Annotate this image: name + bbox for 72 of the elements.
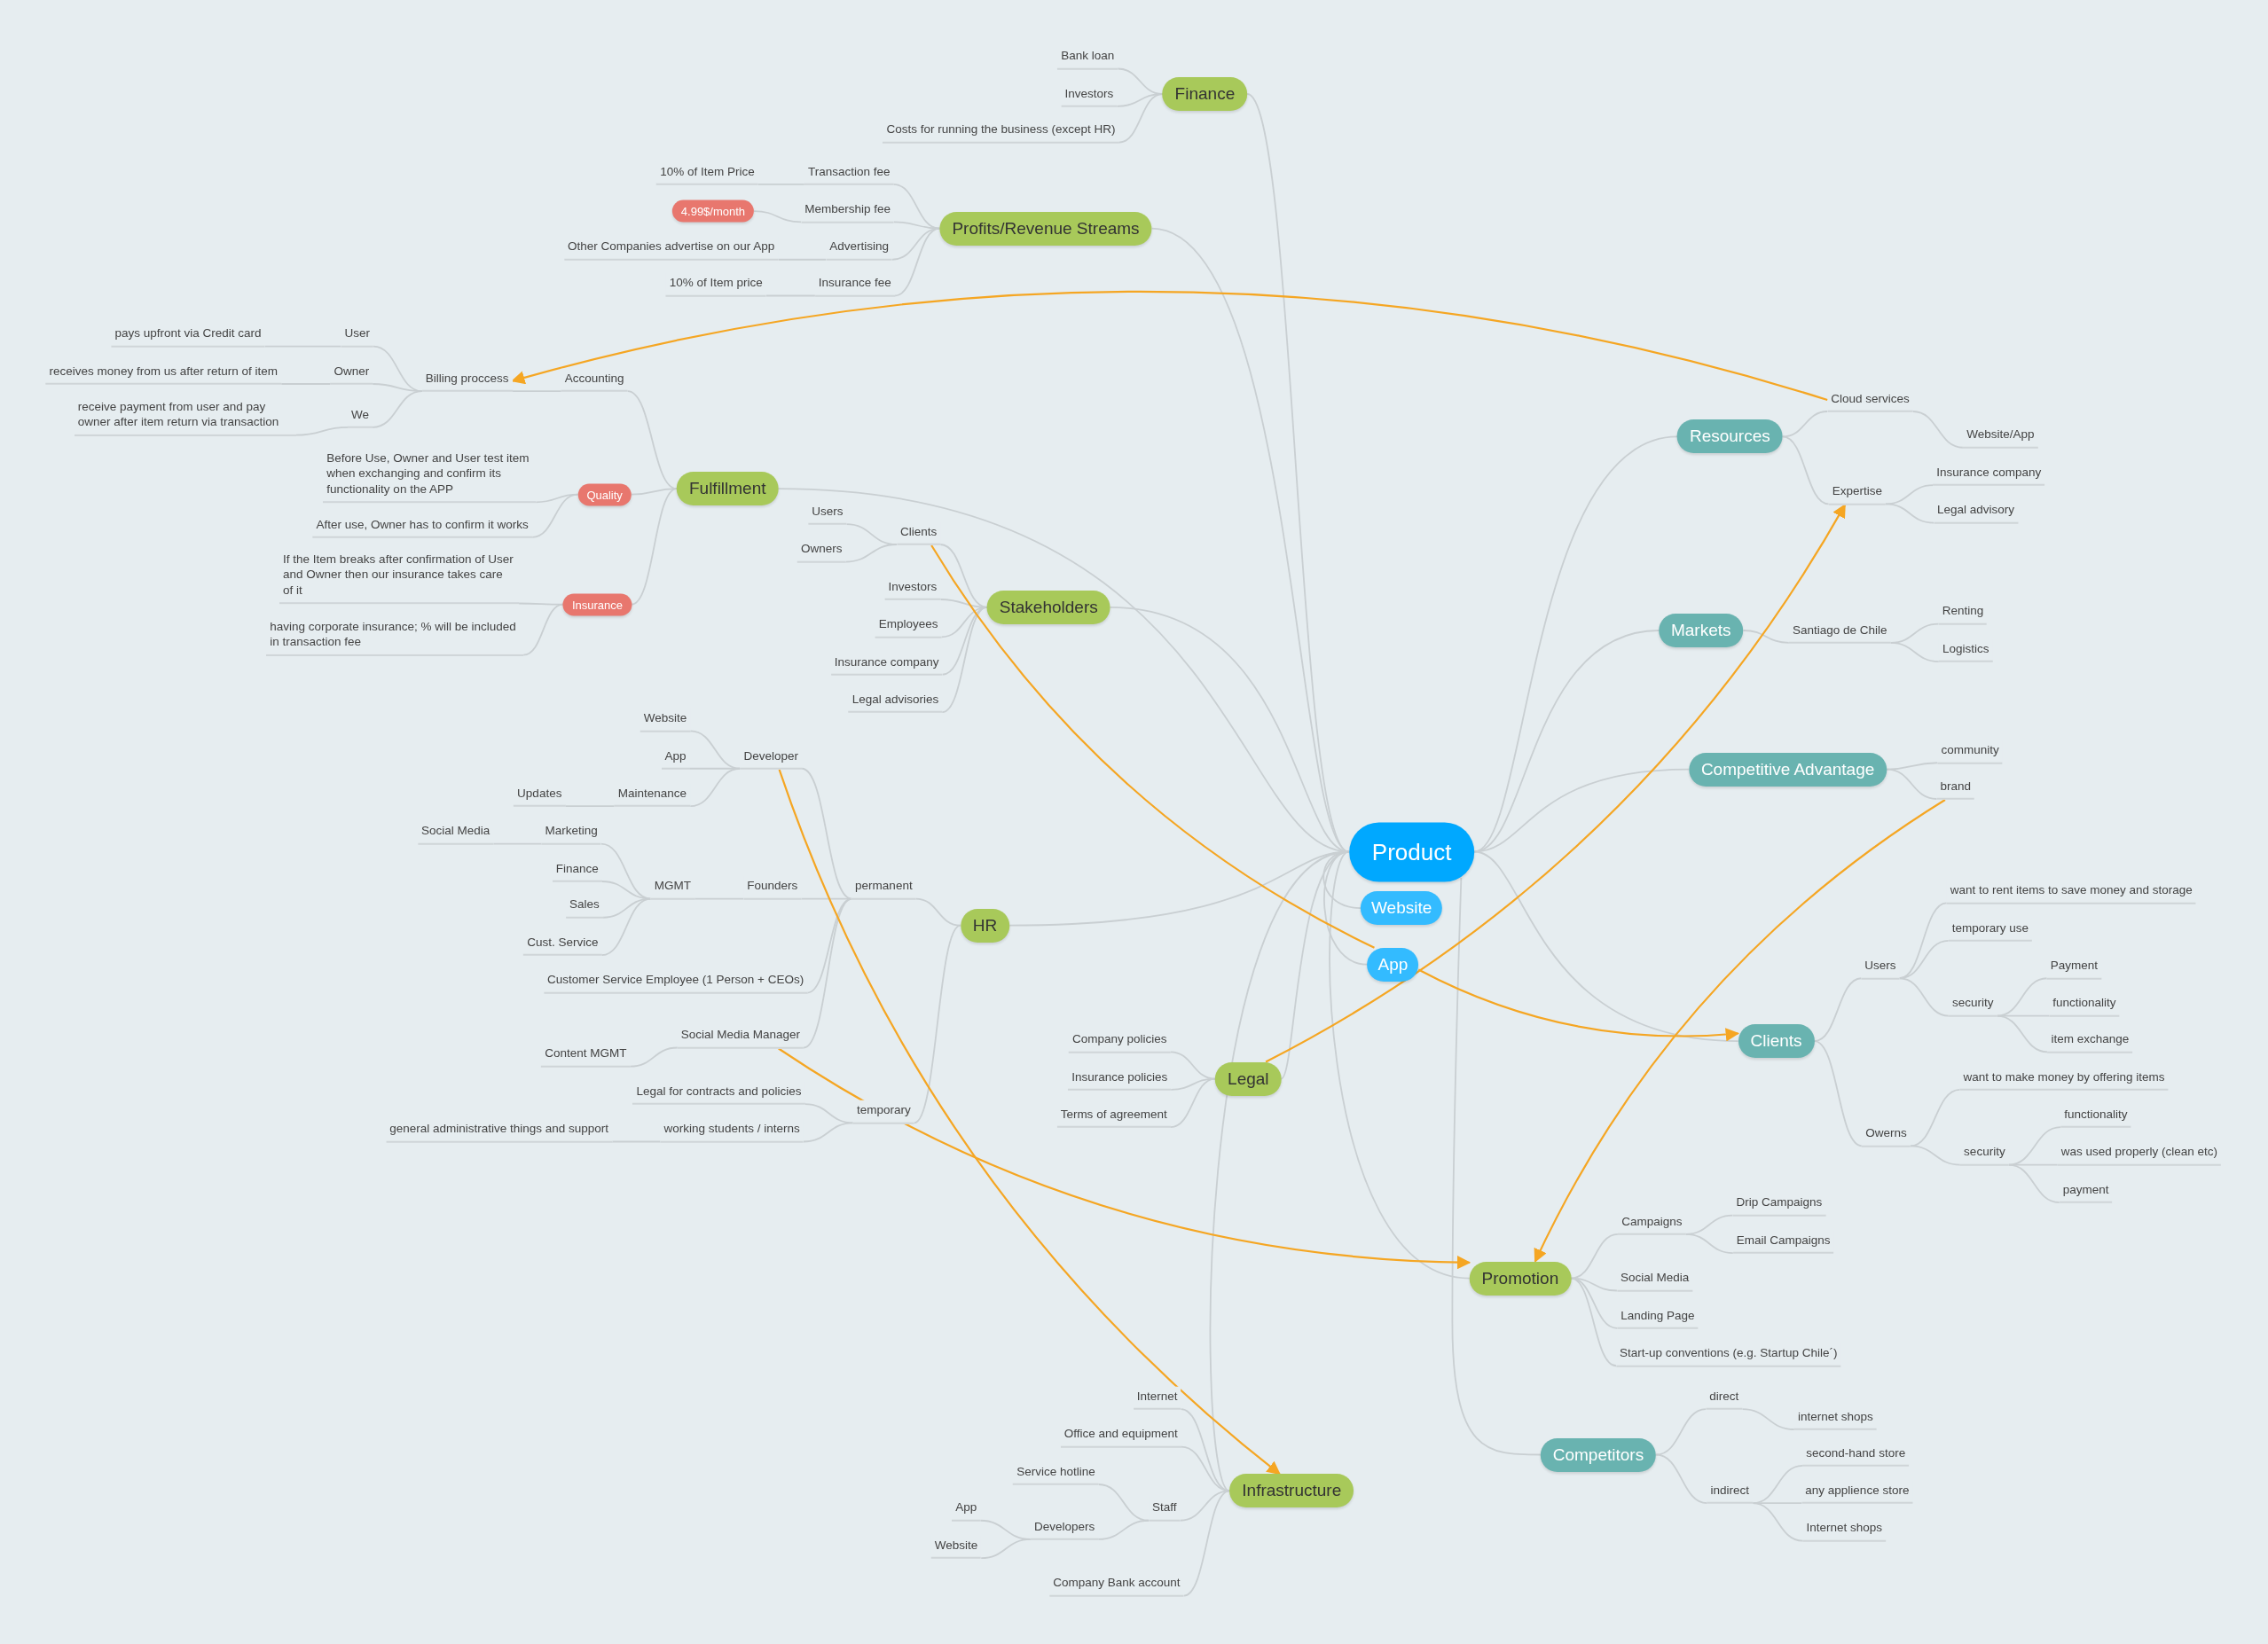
arrow — [1417, 968, 1740, 1042]
connector-line — [530, 493, 579, 538]
topic-pill: Profits/Revenue Streams — [939, 211, 1152, 246]
connector-line — [1097, 1519, 1150, 1540]
connector-line — [1911, 411, 1965, 449]
connector-line — [1323, 850, 1369, 966]
arrow — [511, 291, 1828, 402]
connector-line — [1684, 1233, 1734, 1254]
connector-line — [1885, 484, 1934, 505]
topic-pill: Stakeholders — [986, 590, 1110, 624]
connector-line — [802, 1122, 854, 1143]
topic-pill: Competitive Advantage — [1688, 752, 1887, 787]
connector-line — [2007, 1163, 2060, 1203]
connector-line — [930, 544, 1375, 949]
connector-line — [1781, 411, 1829, 438]
topic-pill: Competitors — [1540, 1437, 1657, 1472]
subtopic-pill: Website — [1361, 891, 1443, 926]
connector-line — [1886, 762, 1939, 771]
connector-line — [1889, 642, 1940, 662]
connector-line — [1655, 1453, 1708, 1505]
tag-pill: Insurance — [562, 593, 632, 616]
connector-line — [1781, 435, 1830, 505]
central-topic: Product — [1348, 822, 1475, 881]
connector-line — [1909, 1088, 1961, 1147]
branch-label: temporary — [853, 1100, 914, 1124]
connector-line — [1742, 630, 1790, 644]
topic-pill: Markets — [1658, 614, 1744, 647]
connector-line — [629, 1046, 679, 1068]
connector-line — [631, 488, 678, 606]
arrow — [778, 769, 1281, 1476]
connector-line — [1741, 1408, 1795, 1430]
topic-pill: Finance — [1162, 77, 1248, 111]
connector-line — [294, 427, 349, 436]
connector-line — [1752, 1502, 1804, 1542]
connector-line — [1169, 1077, 1216, 1129]
connector-line — [1909, 1145, 1961, 1166]
connector-line — [892, 184, 941, 230]
connector-line — [1655, 1408, 1707, 1456]
connector-line — [522, 603, 564, 656]
topic-pill: Resources — [1676, 419, 1783, 454]
topic-pill: HR — [960, 908, 1010, 943]
branch-label: Internet — [1133, 1386, 1181, 1411]
tag-pill: 4.99$/month — [671, 200, 755, 223]
topic-pill: Infrastructure — [1229, 1474, 1354, 1508]
connector-line — [1885, 503, 1934, 524]
topic-pill: Legal — [1215, 1061, 1282, 1096]
connector-line — [803, 897, 852, 1049]
connector-line — [801, 767, 852, 900]
connector-line — [1329, 850, 1471, 1280]
topic-pill: Promotion — [1469, 1261, 1572, 1296]
connector-line — [1886, 768, 1938, 800]
connector-line — [1570, 1233, 1620, 1280]
connector-line — [1182, 1490, 1231, 1597]
connector-line — [1473, 850, 1739, 1043]
connector-line — [1813, 1040, 1864, 1147]
connector-line — [1118, 93, 1164, 144]
connector-line — [372, 390, 423, 428]
connector-line — [753, 210, 803, 223]
connector-line — [980, 1538, 1032, 1560]
topic-pill: Clients — [1738, 1024, 1815, 1059]
connector-line — [1898, 977, 1950, 1017]
connector-line — [1169, 1051, 1216, 1080]
connector-line — [1451, 877, 1542, 1456]
subtopic-pill: App — [1367, 947, 1419, 982]
tag-pill: Quality — [577, 483, 632, 506]
connector-line — [913, 924, 961, 1124]
arrow — [778, 1047, 1471, 1270]
arrow — [1265, 504, 1846, 1063]
arrow — [1534, 799, 1946, 1263]
connector-line — [1996, 1014, 2049, 1053]
topic-pill: Fulfillment — [676, 472, 779, 506]
connector-line — [600, 842, 652, 900]
